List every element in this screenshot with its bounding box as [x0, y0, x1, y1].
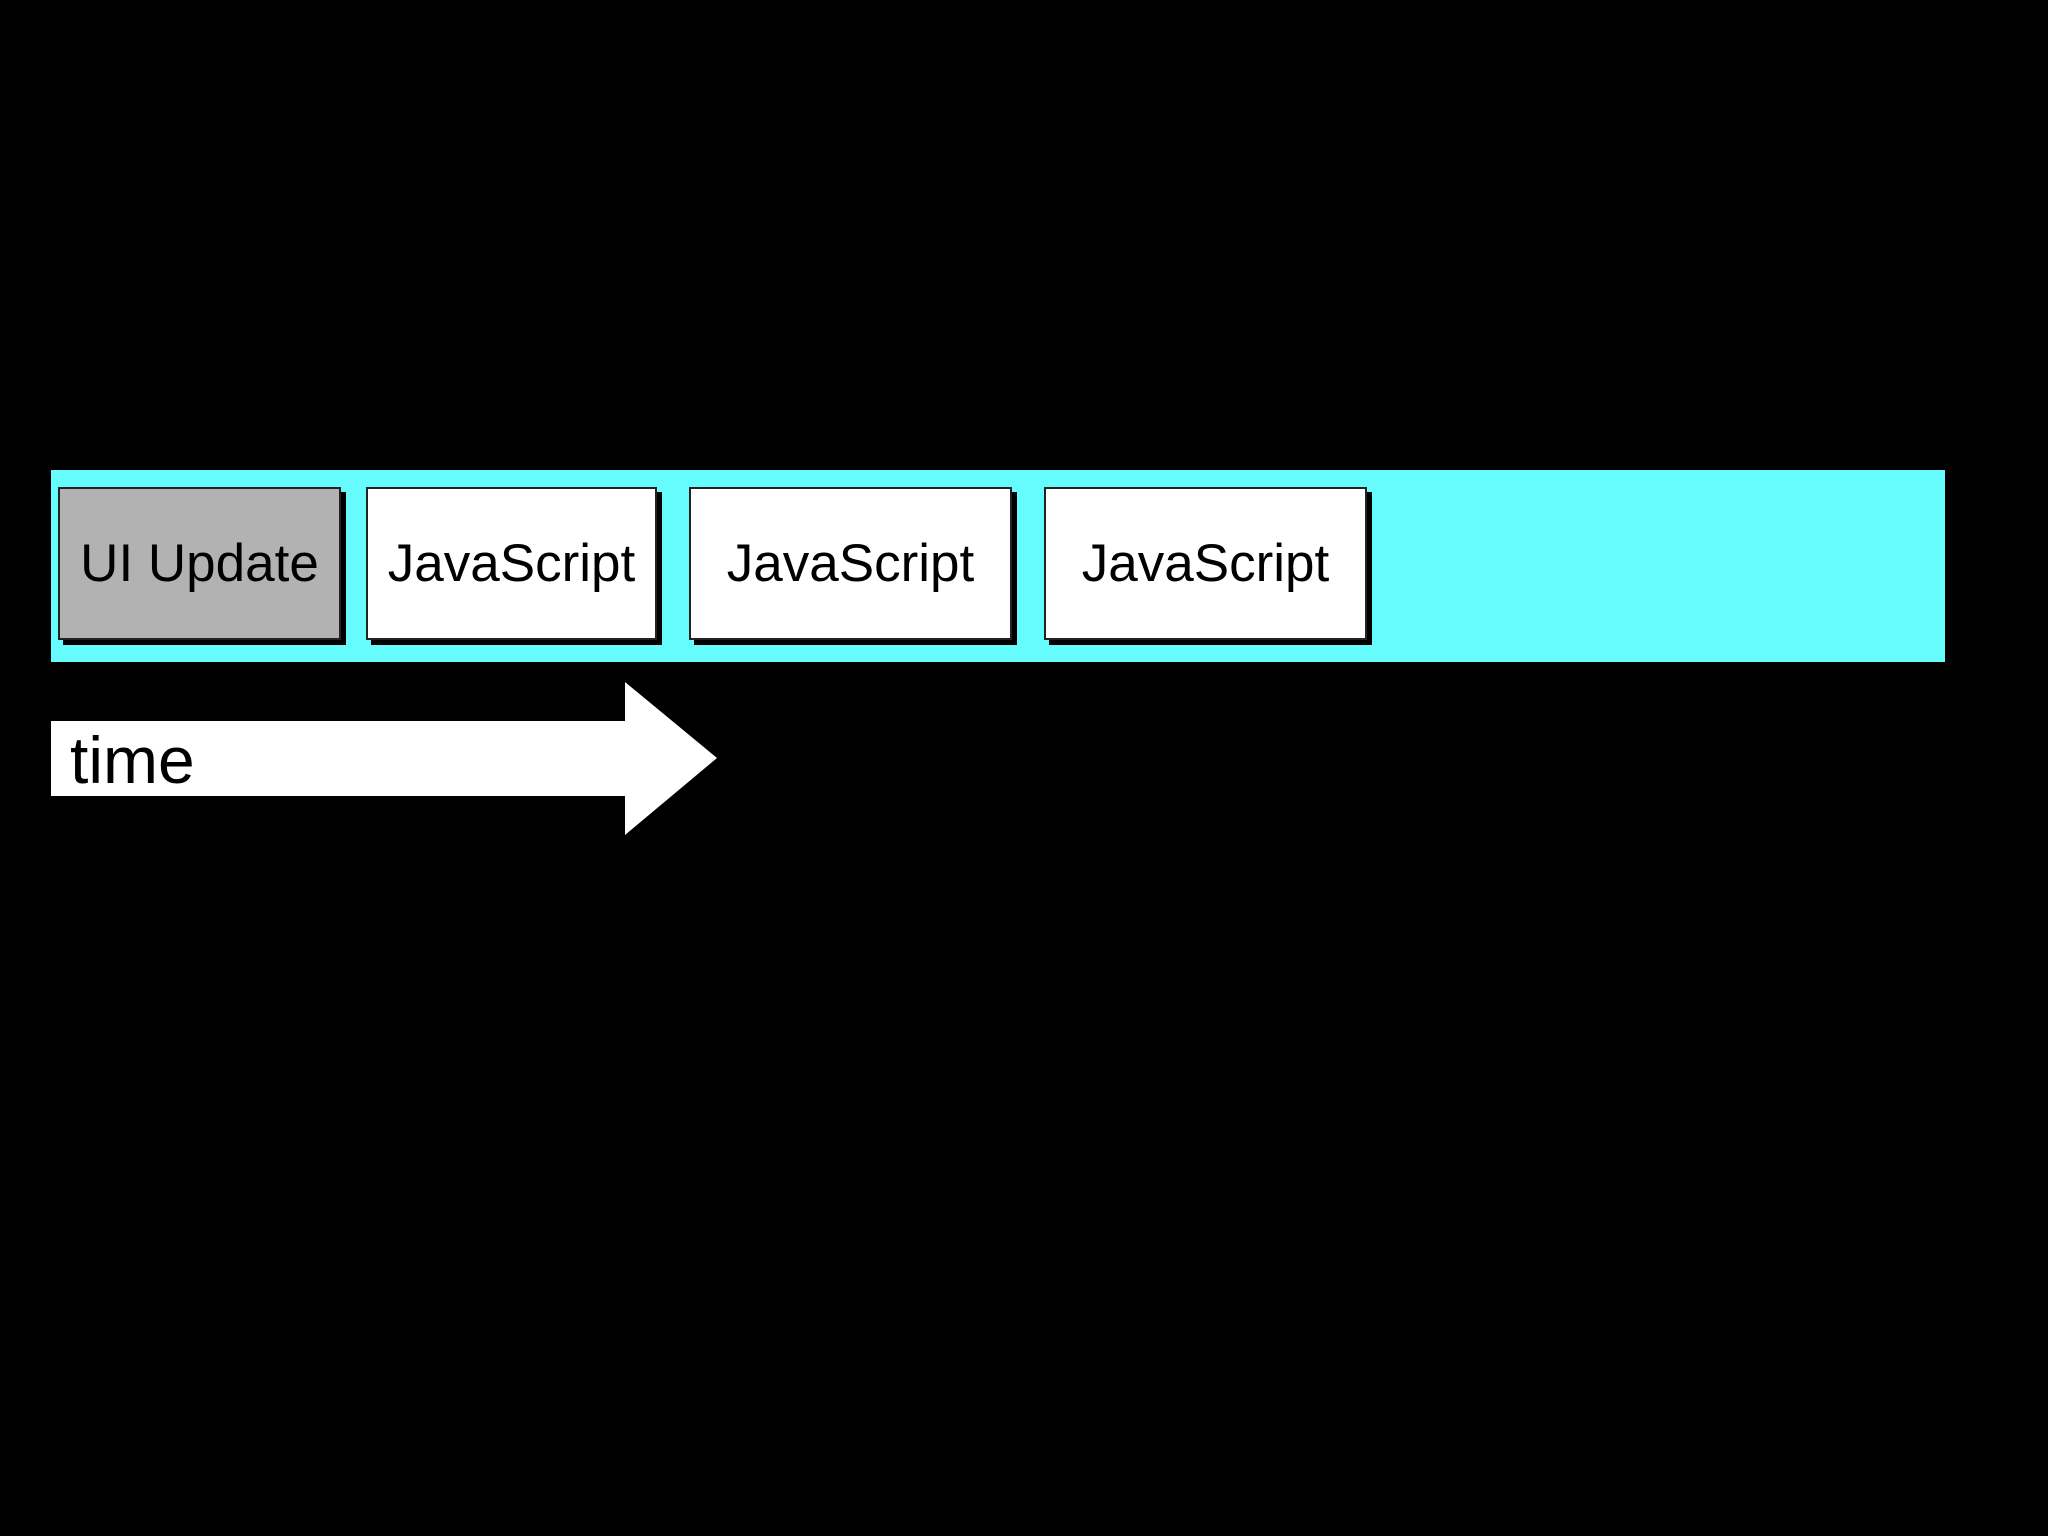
javascript-task-2-label: JavaScript — [726, 534, 975, 593]
javascript-task-3-label: JavaScript — [1081, 534, 1330, 593]
time-axis-label: time — [70, 723, 195, 797]
javascript-task-1-label: JavaScript — [387, 534, 636, 593]
javascript-task-3: JavaScript — [1044, 487, 1367, 640]
javascript-task-2: JavaScript — [689, 487, 1012, 640]
time-arrow — [51, 682, 717, 835]
javascript-task-1: JavaScript — [366, 487, 657, 640]
time-arrow-shape — [51, 682, 717, 835]
ui-update-task-label: UI Update — [80, 534, 319, 593]
ui-update-task: UI Update — [58, 487, 341, 640]
